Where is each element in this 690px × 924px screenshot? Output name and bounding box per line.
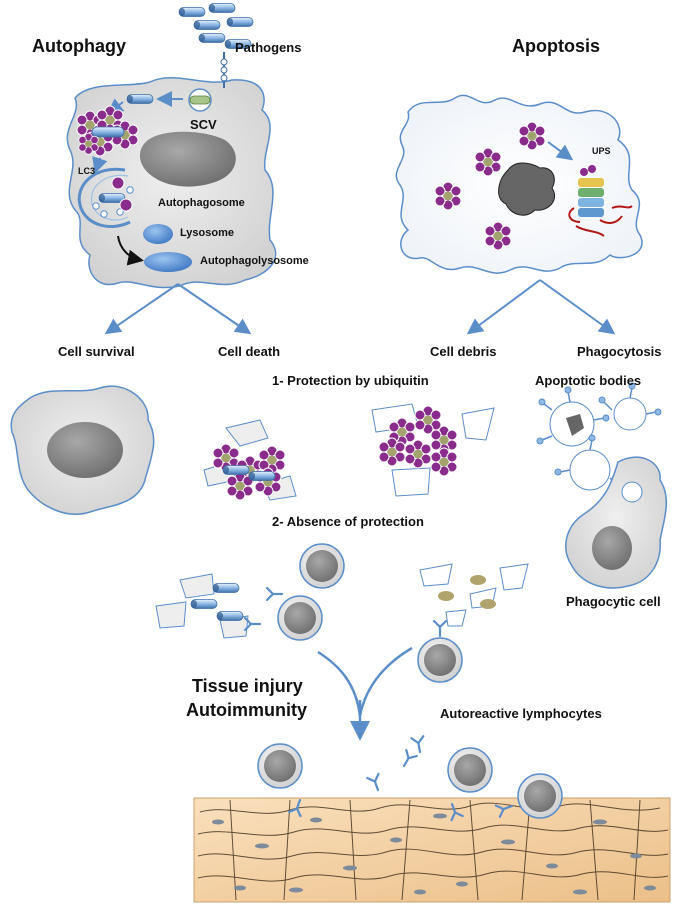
- ups-label: UPS: [592, 146, 611, 156]
- autoimmunity-label: Autoimmunity: [186, 700, 307, 720]
- autophagy-title: Autophagy: [32, 36, 126, 56]
- autophagolysosome: [144, 252, 192, 272]
- proteasome: [568, 165, 633, 237]
- converging-arrows: [317, 646, 413, 741]
- apoptosis-nucleus: [498, 162, 556, 216]
- tissue-texture: [197, 799, 669, 901]
- protected-fragments-left: [203, 419, 297, 501]
- phagocytosis-label: Phagocytosis: [577, 344, 662, 359]
- lc3-label: LC3: [78, 166, 96, 176]
- lysosome-label: Lysosome: [180, 227, 235, 239]
- tissue-injury-label: Tissue injury: [192, 676, 303, 696]
- autophagosome-label: Autophagosome: [158, 197, 245, 209]
- absence-of-protection-label: 2- Absence of protection: [272, 514, 424, 529]
- autophagy-nucleus: [139, 131, 236, 187]
- autoreactive-lymphocytes-label: Autoreactive lymphocytes: [440, 706, 602, 721]
- apoptotic-bodies: [536, 382, 662, 491]
- protection-by-ubiquitin-label: 1- Protection by ubiquitin: [272, 373, 429, 388]
- unprotected-fragments-left: [155, 573, 249, 639]
- pathogens-label: Pathogens: [235, 40, 302, 55]
- scv-label: SCV: [190, 117, 217, 132]
- apoptotic-bodies-label: Apoptotic bodies: [535, 373, 642, 388]
- unprotected-fragments-right: [419, 563, 529, 627]
- right-lymphocyte: [417, 619, 463, 683]
- protected-fragments-right: [371, 403, 495, 497]
- cell-debris-label: Cell debris: [430, 344, 497, 359]
- phagocytic-nucleus: [592, 526, 632, 570]
- cell-death-label: Cell death: [218, 344, 281, 359]
- cell-survival-label: Cell survival: [58, 344, 135, 359]
- autophagolysosome-label: Autophagolysosome: [200, 255, 309, 267]
- lysosome: [143, 224, 173, 244]
- pathogens-group: [178, 3, 254, 88]
- ubiquitinated-bacterium: [76, 105, 139, 157]
- branch-arrows: [104, 279, 616, 335]
- apoptosis-title: Apoptosis: [512, 36, 600, 56]
- autophagosome: [77, 132, 134, 228]
- phagocytic-cell-label: Phagocytic cell: [566, 594, 661, 609]
- survival-nucleus: [47, 422, 123, 478]
- scv-vacuole: [188, 88, 212, 112]
- left-lymphocytes: [243, 543, 345, 641]
- tissue-cells: [212, 813, 656, 895]
